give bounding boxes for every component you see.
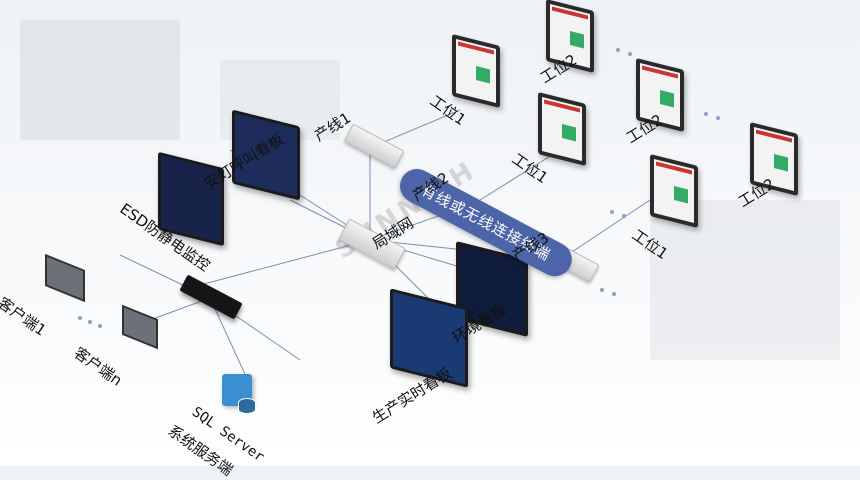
background-machine [650,200,840,360]
database-icon [238,398,256,414]
station-terminal [452,34,500,108]
station-terminal [650,154,698,228]
connection-lines [78,48,720,386]
background-machine [20,20,180,140]
station-terminal [538,92,586,166]
